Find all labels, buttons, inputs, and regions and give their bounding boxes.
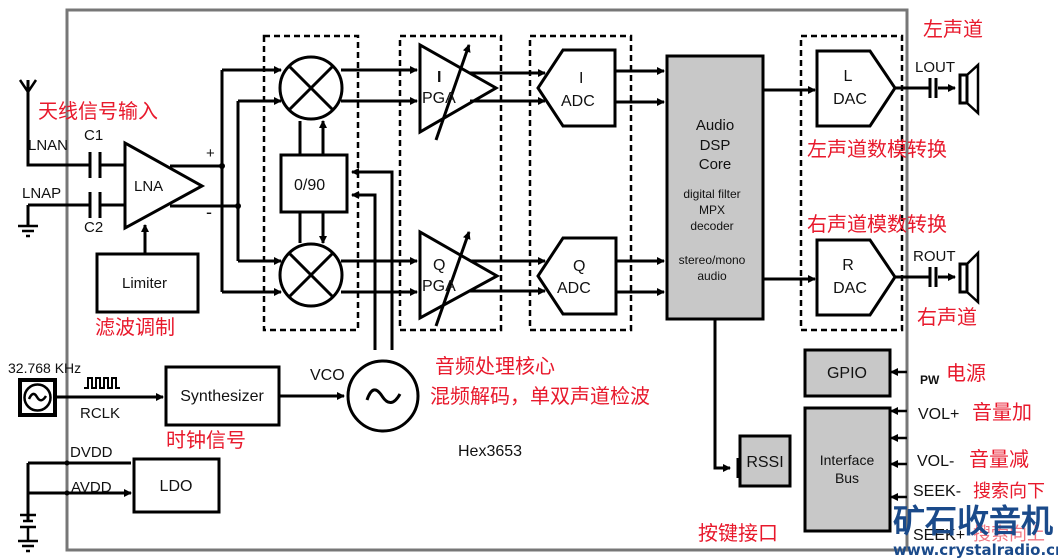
i-adc-block: I ADC bbox=[536, 48, 617, 128]
annotation-vol-minus: 音量减 bbox=[969, 447, 1029, 471]
annotation-key-interface: 按键接口 bbox=[698, 521, 778, 545]
svg-text:MPX: MPX bbox=[699, 203, 725, 217]
mixer-group bbox=[262, 34, 360, 332]
battery-icon bbox=[18, 513, 38, 553]
ldo-block bbox=[132, 457, 221, 514]
square-wave-icon bbox=[84, 377, 120, 389]
svg-text:PGA: PGA bbox=[422, 278, 456, 295]
svg-text:digital filter: digital filter bbox=[683, 187, 740, 201]
svg-text:Audio: Audio bbox=[696, 117, 734, 134]
interface-bus-label: Interface bbox=[820, 452, 875, 468]
annotation-antenna: 天线信号输入 bbox=[38, 99, 158, 123]
speaker-left-icon bbox=[958, 62, 980, 116]
pin-seek-minus: SEEK- bbox=[913, 483, 961, 500]
synthesizer-block bbox=[164, 365, 281, 427]
svg-text:Q: Q bbox=[573, 258, 585, 275]
annotation-core-1: 音频处理核心 bbox=[435, 354, 555, 378]
svg-text:stereo/mono: stereo/mono bbox=[679, 253, 746, 267]
pin-lnap: LNAP bbox=[22, 185, 61, 202]
mixer-i-icon bbox=[278, 55, 344, 121]
lna-block: LNA bbox=[123, 140, 206, 231]
pin-avdd: AVDD bbox=[71, 479, 112, 496]
synthesizer-label: Synthesizer bbox=[180, 388, 264, 405]
svg-text:L: L bbox=[844, 68, 853, 85]
watermark-url: www.crystalradio.cn bbox=[893, 541, 1058, 559]
gpio-block bbox=[803, 348, 892, 398]
annotation-limiter: 滤波调制 bbox=[95, 315, 175, 339]
pin-lnan: LNAN bbox=[28, 137, 68, 154]
annotation-core-2: 混频解码，单双声道检波 bbox=[430, 384, 650, 408]
annotation-vol-plus: 音量加 bbox=[972, 400, 1032, 424]
dsp-core-label: Audio DSP Core digital filter MPX decode… bbox=[679, 117, 746, 283]
adc-group bbox=[528, 34, 633, 332]
rssi-label: RSSI bbox=[746, 454, 783, 471]
chip-name: Hex3653 bbox=[458, 443, 522, 460]
label-minus: - bbox=[206, 202, 212, 222]
phase-shifter-label: 0/90 bbox=[294, 177, 325, 194]
q-adc-block: Q ADC bbox=[536, 236, 618, 316]
pin-rclk: RCLK bbox=[80, 405, 120, 422]
dsp-core-block bbox=[665, 54, 765, 321]
svg-text:ADC: ADC bbox=[557, 280, 591, 297]
svg-text:PGA: PGA bbox=[422, 90, 456, 107]
svg-text:Q: Q bbox=[433, 257, 445, 274]
pin-lout: LOUT bbox=[915, 59, 955, 76]
ground-icon bbox=[18, 203, 90, 238]
svg-text:DAC: DAC bbox=[833, 280, 867, 297]
l-dac-block: L DAC bbox=[815, 49, 897, 128]
i-pga-block: I PGA bbox=[418, 42, 500, 141]
pga-group bbox=[398, 34, 503, 332]
crystal-oscillator-icon bbox=[18, 378, 57, 417]
svg-text:DAC: DAC bbox=[833, 91, 867, 108]
capacitor-c2 bbox=[88, 192, 125, 218]
gpio-label: GPIO bbox=[827, 365, 867, 382]
svg-text:R: R bbox=[842, 257, 854, 274]
label-plus: + bbox=[206, 145, 215, 162]
vco-icon bbox=[346, 359, 420, 433]
annotation-right-channel: 右声道 bbox=[917, 305, 977, 329]
svg-text:DSP: DSP bbox=[700, 137, 731, 154]
speaker-right-icon bbox=[958, 249, 980, 305]
annotation-right-dac: 右声道模数转换 bbox=[807, 212, 947, 236]
watermark-title: 矿石收音机 bbox=[893, 502, 1053, 540]
limiter-block bbox=[95, 252, 200, 314]
pin-pw: PW bbox=[920, 373, 940, 387]
svg-text:ADC: ADC bbox=[561, 93, 595, 110]
svg-text:I: I bbox=[579, 70, 583, 87]
phase-shifter-block bbox=[279, 153, 349, 214]
annotation-seek-up: 搜索向上 bbox=[973, 524, 1045, 545]
clock-frequency: 32.768 KHz bbox=[8, 360, 81, 376]
interface-bus-block bbox=[803, 406, 892, 533]
svg-text:audio: audio bbox=[697, 269, 727, 283]
pin-vol-minus: VOL- bbox=[917, 453, 954, 470]
annotation-left-dac: 左声道数模转换 bbox=[807, 137, 947, 161]
chip-outline bbox=[65, 8, 909, 552]
svg-text:decoder: decoder bbox=[690, 219, 733, 233]
label-c1: C1 bbox=[84, 127, 103, 144]
limiter-label: Limiter bbox=[122, 275, 167, 292]
annotation-seek-down: 搜索向下 bbox=[973, 481, 1045, 502]
annotation-power: 电源 bbox=[946, 361, 986, 385]
rssi-block bbox=[738, 434, 792, 488]
ldo-label: LDO bbox=[160, 478, 193, 495]
svg-text:I: I bbox=[437, 69, 441, 86]
vco-label: VCO bbox=[310, 367, 345, 384]
svg-text:Bus: Bus bbox=[835, 470, 859, 486]
annotation-left-channel: 左声道 bbox=[923, 17, 983, 41]
pin-vol-plus: VOL+ bbox=[918, 406, 959, 423]
dac-group bbox=[799, 34, 904, 332]
pin-rout: ROUT bbox=[913, 248, 956, 265]
pin-dvdd: DVDD bbox=[70, 444, 113, 461]
lna-label: LNA bbox=[134, 178, 163, 195]
capacitor-c1 bbox=[88, 152, 125, 178]
r-dac-block: R DAC bbox=[815, 238, 897, 317]
svg-text:Core: Core bbox=[699, 156, 732, 173]
label-c2: C2 bbox=[84, 219, 103, 236]
antenna-icon bbox=[18, 79, 90, 167]
mixer-q-icon bbox=[278, 242, 344, 308]
q-pga-block: Q PGA bbox=[418, 229, 501, 327]
pin-seek-plus: SEEK+ bbox=[913, 527, 965, 544]
annotation-clock: 时钟信号 bbox=[166, 428, 246, 452]
